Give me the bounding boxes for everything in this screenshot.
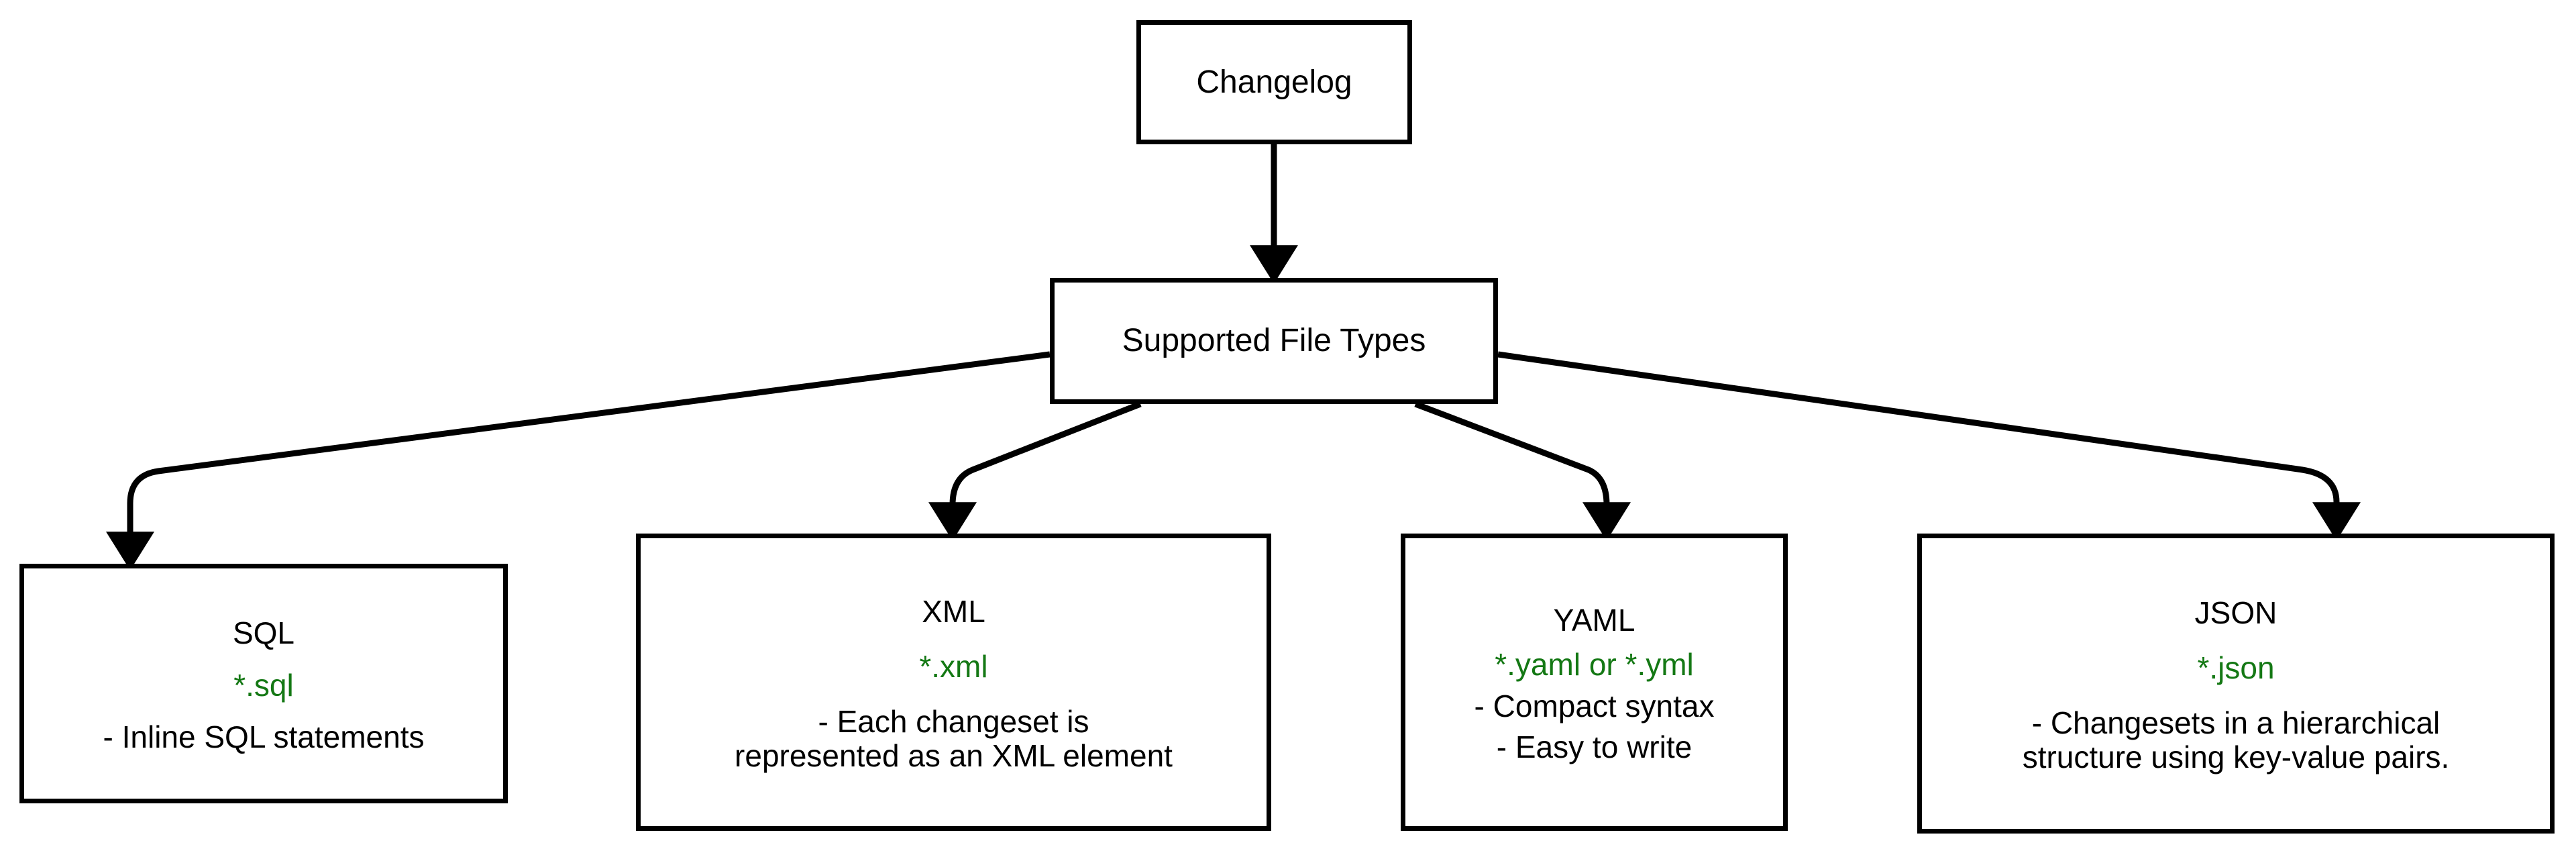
node-json-desc-line-2: structure using key-value pairs. [2022,740,2450,775]
edge-supported-to-xml [928,401,1142,541]
node-xml-title: XML [922,594,985,630]
node-sql[interactable]: SQL *.sql - Inline SQL statements [19,564,508,803]
node-sql-title: SQL [232,615,295,651]
node-supported-file-types-label: Supported File Types [1122,323,1426,359]
node-sql-desc-line-1: - Inline SQL statements [103,719,425,755]
node-xml-desc-line-1: - Each changeset is [818,703,1089,739]
node-json-extension: *.json [2197,650,2275,685]
node-json-desc-line-1: - Changesets in a hierarchical [2031,705,2440,740]
edge-supported-to-yaml [1414,401,1631,541]
node-json[interactable]: JSON *.json - Changesets in a hierarchic… [1917,534,2555,834]
node-changelog-label: Changelog [1196,64,1352,100]
edge-supported-to-json [1497,351,2361,541]
node-yaml-title: YAML [1553,603,1635,638]
edge-supported-to-sql [106,351,1051,570]
node-xml-extension: *.xml [919,648,988,684]
node-sql-extension: *.sql [233,667,294,703]
node-supported-file-types[interactable]: Supported File Types [1050,278,1498,404]
node-yaml-desc-line-1: - Compact syntax [1474,688,1715,723]
node-json-title: JSON [2194,595,2277,631]
node-yaml-desc-line-2: - Easy to write [1496,730,1693,765]
node-yaml-extension: *.yaml or *.yml [1495,646,1694,682]
node-xml[interactable]: XML *.xml - Each changeset is represente… [636,534,1271,831]
node-xml-desc-line-2: represented as an XML element [735,738,1173,774]
node-changelog[interactable]: Changelog [1136,20,1412,144]
node-yaml[interactable]: YAML *.yaml or *.yml - Compact syntax - … [1401,534,1788,831]
